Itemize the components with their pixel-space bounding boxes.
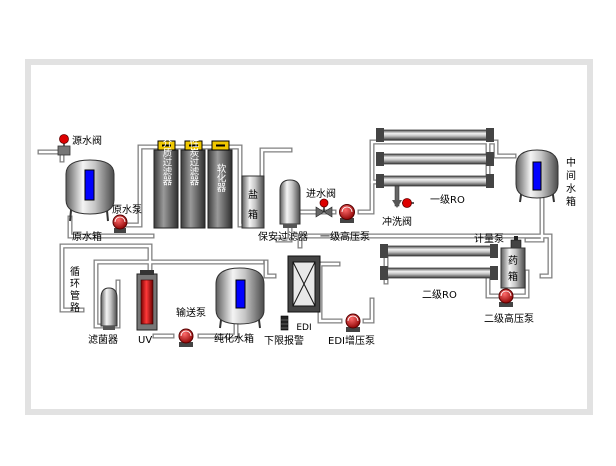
source-valve[interactable] [57,134,71,156]
inlet-valve[interactable] [315,198,333,218]
salt-box-label-1: 盐 [248,188,258,201]
chemical-tank [500,247,526,289]
softener [207,140,233,229]
multi-media-filter-label: 多介质过滤器 [161,128,173,186]
edi-label: EDI [296,323,311,333]
uv-label: UV [138,335,152,346]
circ-pipe-label-3: 管 [70,289,80,302]
intermediate-tank [515,149,559,203]
sterilizer [100,287,118,330]
mid-tank-label-3: 水 [566,183,576,195]
sterilizer-label: 滤菌器 [88,333,118,346]
circ-pipe-label-1: 循 [70,265,80,278]
transfer-pump[interactable] [178,328,194,347]
level-window [235,279,246,309]
uv-sterilizer [136,270,158,331]
inlet-valve-label: 进水阀 [306,187,336,200]
raw-water-tank [65,159,115,222]
source-valve-label: 源水阀 [72,134,102,147]
flush-valve-label: 冲洗阀 [382,215,412,228]
flush-valve[interactable] [392,185,414,208]
pure-water-tank [215,267,265,329]
valve-handle-icon[interactable] [319,198,329,208]
stage2-ro-membranes [380,244,498,280]
low-level-alarm [280,315,289,331]
transfer-pump-label: 输送泵 [176,306,206,319]
stage1-hp-pump-label: 一级高压泵 [320,230,370,243]
level-window [532,161,542,191]
security-filter [279,179,301,228]
mid-tank-label-4: 箱 [566,195,576,208]
circ-pipe-label-4: 路 [70,301,80,314]
salt-box [241,175,265,229]
security-filter-label: 保安过滤器 [258,230,308,243]
chem-tank-label-1: 药 [508,255,518,267]
stage2-hp-pump-label: 二级高压泵 [484,312,534,325]
softener-label: 软化器 [215,163,227,192]
activated-carbon-filter [180,140,206,229]
valve-handle-icon[interactable] [402,198,412,208]
raw-tank-label: 原水箱 [72,230,102,243]
low-level-alarm-label: 下限报警 [264,334,304,347]
raw-water-pump[interactable] [112,214,128,233]
mid-tank-label-2: 间 [566,169,576,182]
raw-pump-label: 原水泵 [112,204,142,216]
stage1-ro-label: 一级RO [430,194,465,206]
valve-handle-icon[interactable] [59,134,69,144]
edi-booster-pump[interactable] [345,313,361,332]
mid-tank-label-1: 中 [566,156,576,169]
level-window [84,169,95,201]
edi-module [287,255,321,313]
multi-media-filter [153,140,179,229]
chem-tank-label-2: 箱 [508,270,518,283]
dosing-pump-label: 计量泵 [474,232,504,245]
stage1-high-pressure-pump[interactable] [339,204,355,224]
carbon-filter-label: 活性炭过滤器 [188,128,200,186]
uv-lamp [140,279,154,325]
stage2-high-pressure-pump[interactable] [498,288,514,307]
circ-pipe-label-2: 环 [70,279,80,290]
stage1-ro-membranes [376,128,494,188]
edi-booster-pump-label: EDI增压泵 [328,334,375,347]
stage2-ro-label: 二级RO [422,289,457,301]
salt-box-label-2: 箱 [248,208,258,221]
pure-tank-label: 纯化水箱 [214,332,254,345]
